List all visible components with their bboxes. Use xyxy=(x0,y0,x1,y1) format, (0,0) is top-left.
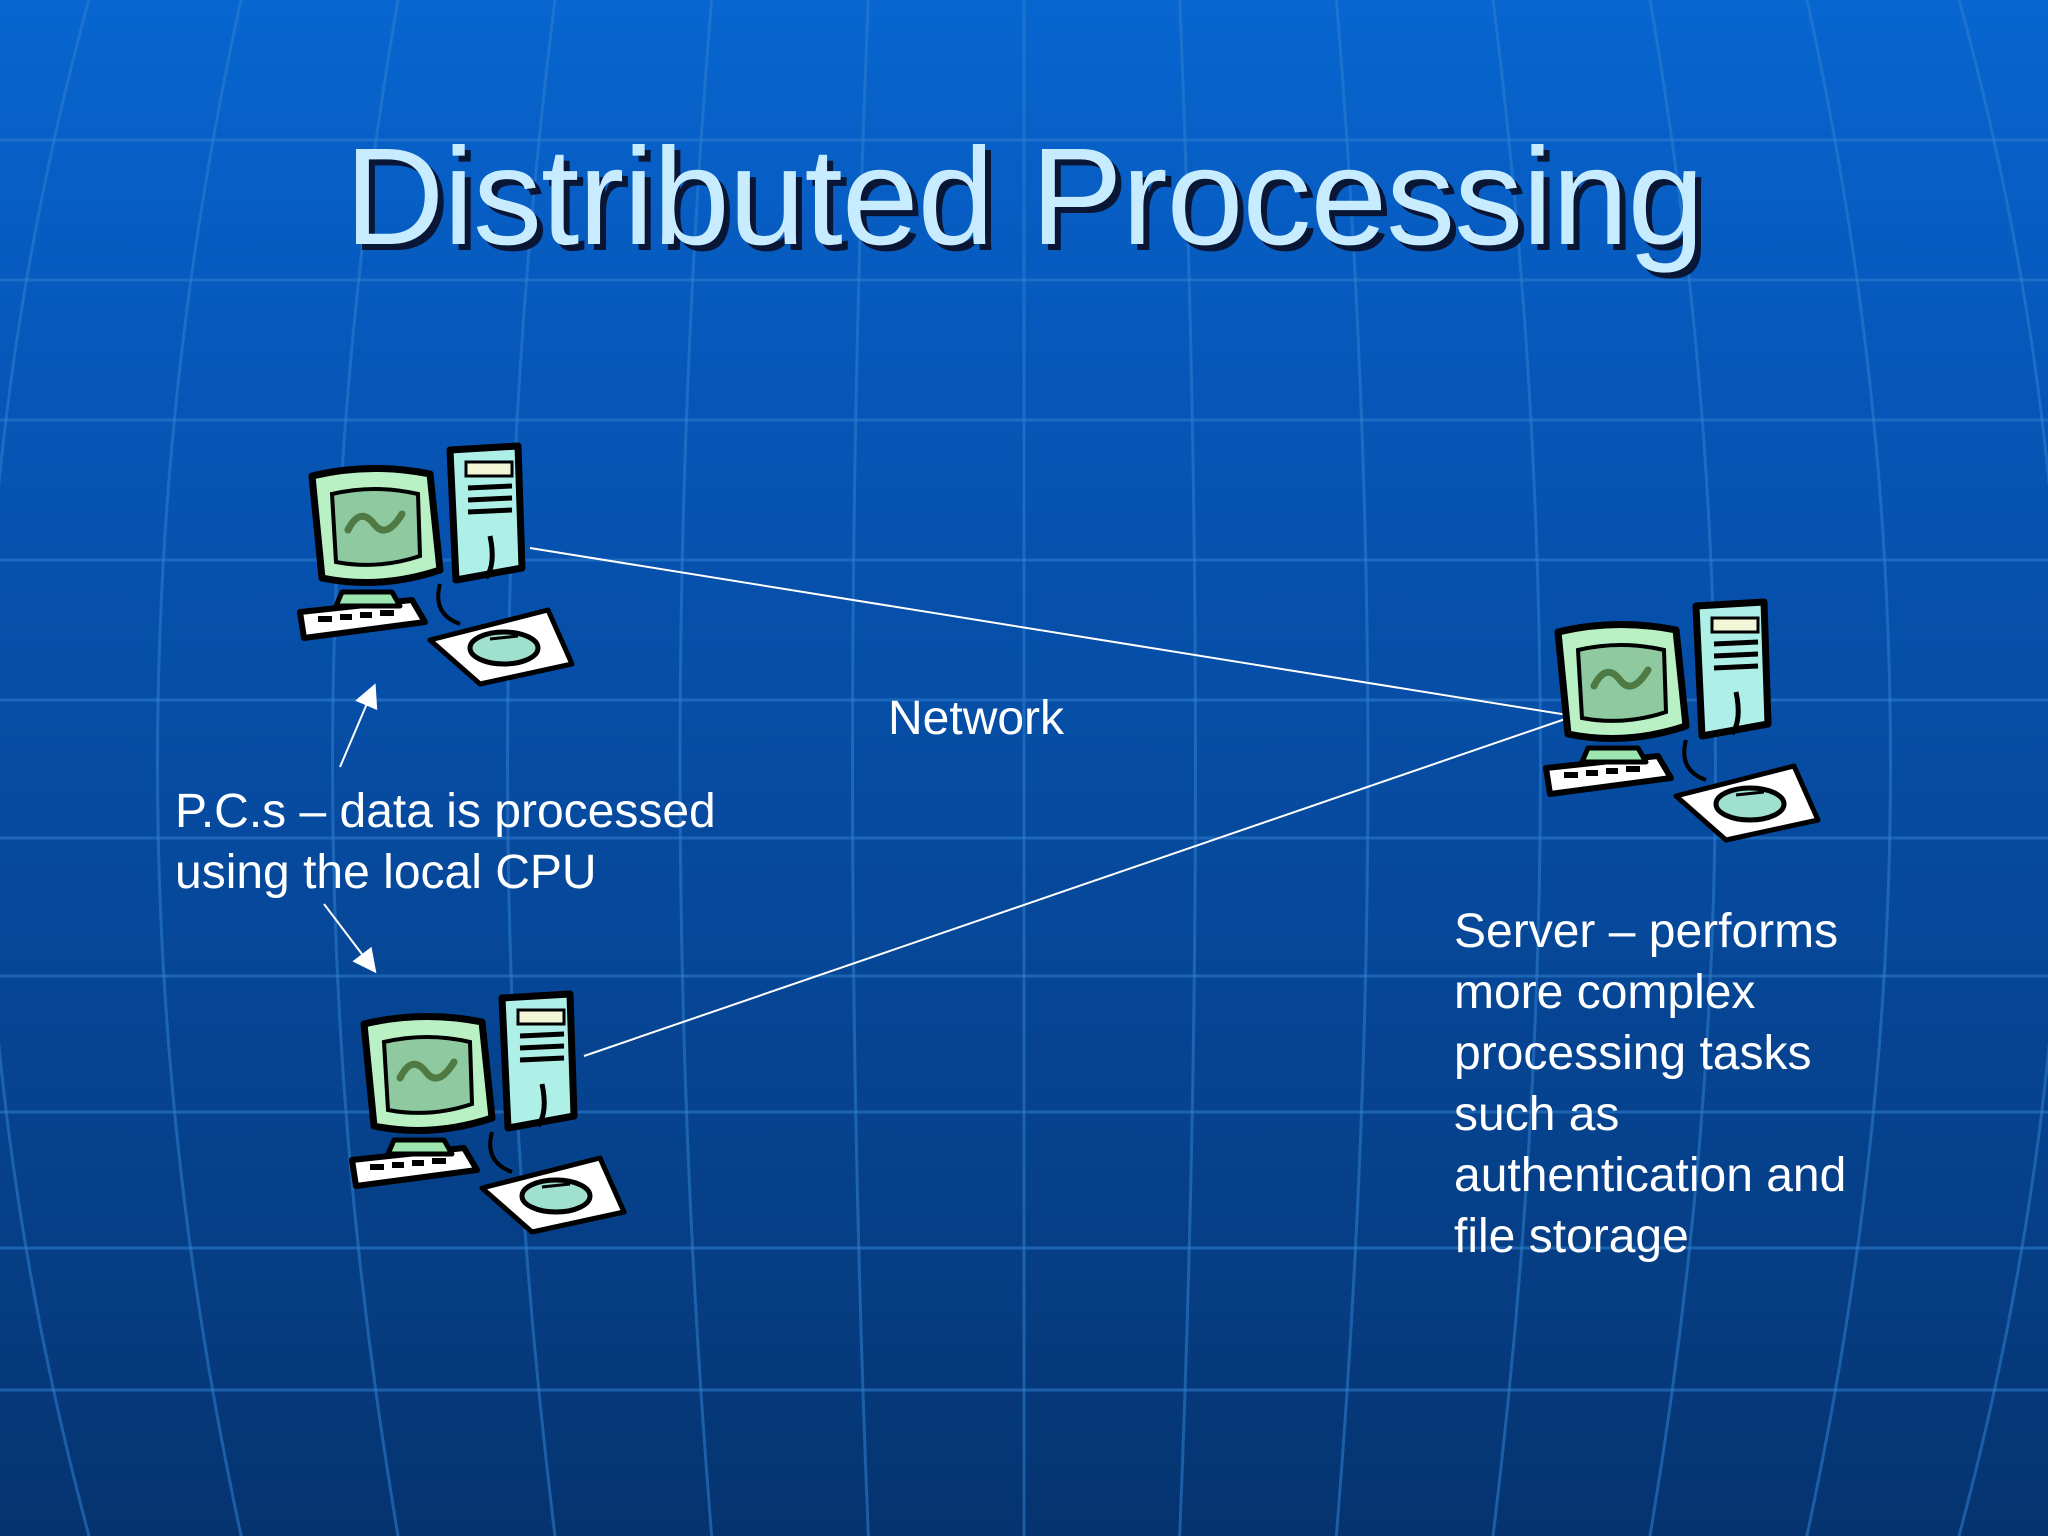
network-link-bottom xyxy=(583,715,1575,1057)
pcs-caption: P.C.s – data is processed using the loca… xyxy=(175,781,815,903)
pcs-caption-line-2: using the local CPU xyxy=(175,846,597,899)
server-caption-line: Server – performs xyxy=(1454,905,1839,958)
server-caption-line: more complex xyxy=(1454,966,1756,1019)
network-link-top xyxy=(529,547,1575,717)
server-caption-line: such as xyxy=(1454,1088,1620,1141)
slide-title: Distributed Processing xyxy=(344,120,1705,274)
pc-top-icon xyxy=(300,446,572,684)
server-caption-line: processing tasks xyxy=(1454,1027,1812,1080)
arrow-to-bottom-pc xyxy=(323,903,377,974)
pc-bottom-icon xyxy=(352,994,624,1232)
pcs-caption-line-1: P.C.s – data is processed xyxy=(175,785,716,838)
server-caption-line: authentication and xyxy=(1454,1149,1847,1202)
network-label: Network xyxy=(888,692,1065,745)
server-icon xyxy=(1546,602,1818,840)
arrow-to-top-pc xyxy=(339,683,378,768)
server-caption: Server – performs more complex processin… xyxy=(1454,901,1934,1267)
server-caption-line: file storage xyxy=(1454,1210,1689,1263)
